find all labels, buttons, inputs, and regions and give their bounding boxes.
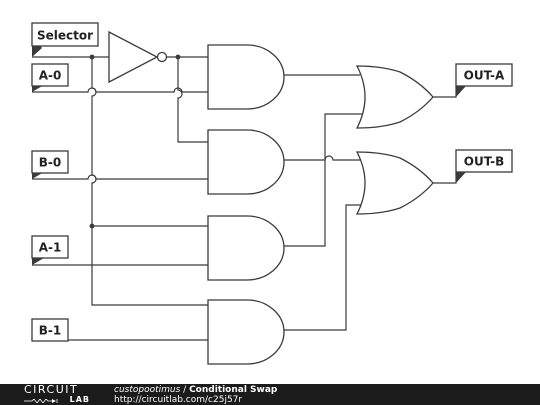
circuit-title[interactable]: Conditional Swap: [189, 385, 278, 395]
circuitlab-logo[interactable]: CIRCUIT LAB: [24, 384, 92, 405]
selector-label: Selector: [37, 29, 93, 43]
and-gate-2: [207, 129, 285, 195]
b0-label: B-0: [39, 156, 61, 170]
or-gate-b: [355, 151, 434, 215]
wire-selector-bus: [91, 57, 208, 306]
out-b-label-tag: OUT-B: [455, 149, 513, 183]
logo-text-top: CIRCUIT: [24, 383, 79, 396]
resistor-wave-icon: [24, 399, 58, 403]
author-link[interactable]: custopootimus: [114, 385, 181, 395]
a1-label-tag: A-1: [31, 235, 69, 265]
logo-text-bottom: LAB: [69, 395, 90, 404]
wire-and4-out: [284, 204, 368, 331]
wire-b0: [32, 174, 208, 180]
wire-and3-out: [284, 113, 365, 247]
out-a-label: OUT-A: [464, 69, 505, 83]
b1-label-tag: B-1: [31, 318, 69, 342]
and-gate-3: [207, 215, 285, 281]
a0-label: A-0: [39, 69, 62, 83]
logo-bottom: LAB: [24, 395, 92, 405]
not-gate: [108, 30, 168, 84]
and-gate-4: [207, 299, 285, 365]
footer-bar: CIRCUIT LAB custopootimus / Conditional …: [0, 384, 540, 405]
wire-and2-out: [284, 155, 362, 161]
wire-not-out-down: [177, 57, 208, 143]
or-gate-a: [355, 65, 434, 129]
wire-or-b-out: [433, 172, 457, 184]
b0-label-tag: B-0: [31, 150, 69, 179]
and-gate-1: [207, 44, 285, 110]
a0-label-tag: A-0: [31, 63, 69, 92]
credit-separator: /: [180, 385, 190, 395]
out-b-label: OUT-B: [464, 155, 505, 169]
credit-line: custopootimus / Conditional Swap: [114, 385, 277, 395]
junction-dot: [89, 223, 95, 229]
circuit-url-link[interactable]: http://circuitlab.com/c25j57r: [114, 395, 243, 405]
out-a-label-tag: OUT-A: [455, 63, 513, 97]
junction-dot: [89, 54, 95, 60]
wire-a0: [32, 87, 208, 93]
b1-label: B-1: [39, 324, 61, 338]
wire-or-a-out: [433, 86, 457, 98]
a1-label: A-1: [39, 241, 62, 255]
selector-label-tag: Selector: [31, 22, 99, 57]
junction-dot: [175, 54, 181, 60]
